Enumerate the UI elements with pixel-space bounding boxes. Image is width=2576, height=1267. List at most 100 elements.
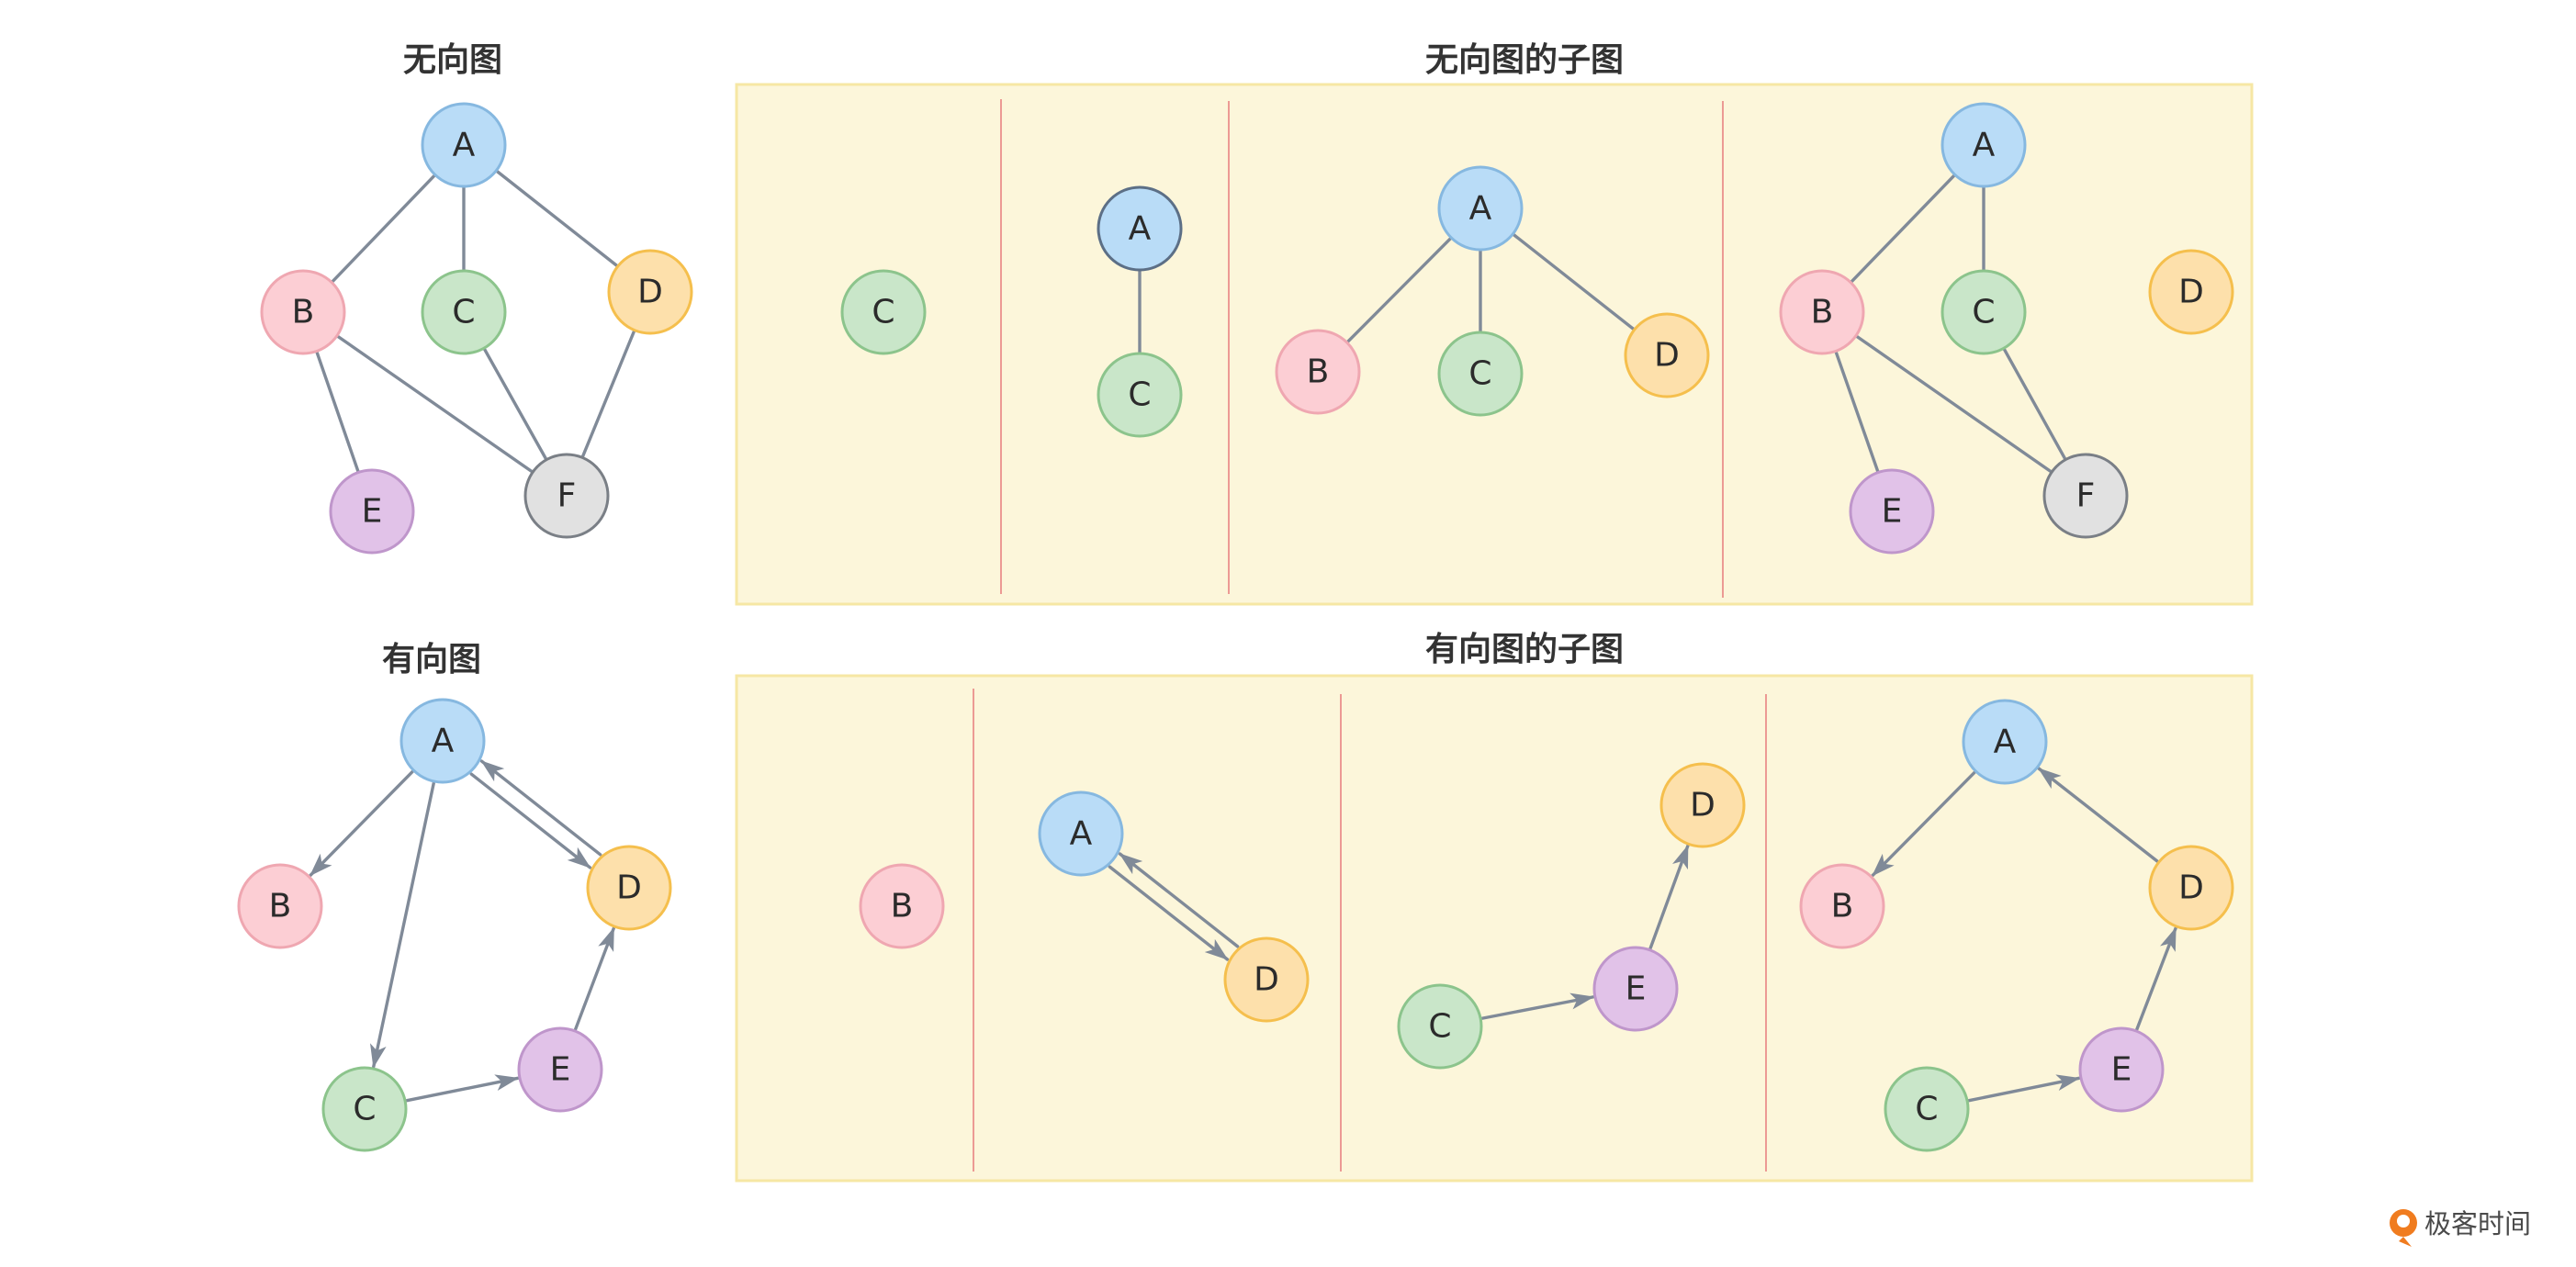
edge-B-F (1854, 334, 2053, 474)
node-label: E (550, 1051, 571, 1089)
node-E: E (1592, 946, 1679, 1032)
brand-name: 极客时间 (2424, 1208, 2531, 1239)
graph-undirected-sub-4-edges (1834, 173, 2067, 475)
edge-A-B (1849, 173, 1957, 285)
node-circle (1275, 329, 1361, 415)
node-C: C (1437, 331, 1524, 417)
node-E: E (1849, 468, 1935, 555)
node-D: D (607, 249, 693, 335)
node-B: B (237, 863, 323, 949)
node-F: F (2042, 453, 2129, 539)
node-D: D (1223, 936, 1310, 1023)
node-F: F (523, 453, 610, 539)
node-circle (1437, 165, 1524, 252)
node-A: A (1097, 185, 1183, 272)
node-circle (586, 845, 672, 931)
brand-logo: 极客时间 (2390, 1208, 2531, 1247)
arc-D-A (1118, 852, 1240, 948)
arc-A-C (370, 781, 435, 1069)
graph-undirected-edges (314, 169, 636, 475)
node-circle (1659, 762, 1746, 848)
graph-directed-sub-2-nodes: AD (1038, 790, 1310, 1023)
node-label: D (1654, 337, 1680, 375)
node-circle (1849, 468, 1935, 555)
arc-E-D (573, 926, 616, 1031)
node-circle (523, 453, 610, 539)
node-label: B (891, 888, 914, 925)
edges-layer (309, 169, 2177, 1103)
node-A: A (1437, 165, 1524, 252)
node-D: D (2148, 845, 2234, 931)
node-circle (859, 863, 945, 949)
node-label: B (1831, 888, 1854, 925)
node-label: C (1428, 1008, 1451, 1046)
node-circle (2148, 845, 2234, 931)
edge-A-B (330, 173, 437, 285)
node-circle (237, 863, 323, 949)
node-label: C (872, 294, 894, 331)
node-label: E (1882, 493, 1903, 531)
node-A: A (421, 102, 507, 188)
node-A: A (399, 698, 486, 784)
node-circle (1940, 269, 2027, 355)
arc-E-D (2135, 926, 2177, 1031)
node-circle (421, 269, 507, 355)
node-label: C (452, 294, 475, 331)
edge-C-F (2002, 346, 2067, 462)
title-directed-subgraphs: 有向图的子图 (1425, 631, 1624, 668)
node-circle (399, 698, 486, 784)
node-circle (2148, 249, 2234, 335)
node-label: F (2076, 477, 2096, 515)
node-A: A (1038, 790, 1124, 877)
graph-directed-edges (309, 759, 616, 1103)
graph-undirected-sub-3-edges (1345, 232, 1637, 344)
node-label: A (1469, 190, 1492, 228)
node-B: B (859, 863, 945, 949)
geek-time-logo-icon (2390, 1209, 2417, 1247)
node-circle (1437, 331, 1524, 417)
arc-D-A (479, 759, 602, 857)
node-label: C (1915, 1091, 1938, 1128)
node-label: E (1625, 970, 1647, 1008)
node-C: C (1097, 352, 1183, 438)
arc-A-D (1108, 865, 1230, 961)
graph-directed-sub-2-edges (1108, 852, 1240, 961)
edge-B-E (314, 349, 361, 475)
graph-undirected-sub-1-nodes: C (840, 269, 927, 355)
arc-A-D (469, 772, 592, 869)
node-label: F (557, 477, 577, 515)
node-label: D (2178, 869, 2204, 907)
node-circle (1097, 352, 1183, 438)
node-C: C (1397, 983, 1483, 1070)
title-directed-graph: 有向图 (382, 641, 481, 678)
node-label: D (1690, 787, 1715, 824)
arc-A-B (309, 769, 414, 878)
node-label: A (432, 723, 455, 760)
node-B: B (1275, 329, 1361, 415)
edge-B-E (1834, 349, 1880, 475)
arc-A-B (1871, 770, 1976, 878)
node-E: E (2078, 1026, 2165, 1113)
edge-A-D (1511, 232, 1637, 331)
node-circle (1799, 863, 1885, 949)
node-circle (1038, 790, 1124, 877)
node-circle (607, 249, 693, 335)
node-circle (840, 269, 927, 355)
node-C: C (321, 1066, 408, 1152)
node-E: E (517, 1026, 603, 1113)
node-circle (1779, 269, 1865, 355)
node-label: E (362, 493, 383, 531)
node-label: E (2111, 1051, 2132, 1089)
graph-directed-sub-3-nodes: C E D (1397, 762, 1746, 1070)
edge-D-F (580, 328, 636, 460)
node-A: A (1940, 102, 2027, 188)
node-D: D (1659, 762, 1746, 848)
node-C: C (840, 269, 927, 355)
node-B: B (1779, 269, 1865, 355)
node-circle (1592, 946, 1679, 1032)
